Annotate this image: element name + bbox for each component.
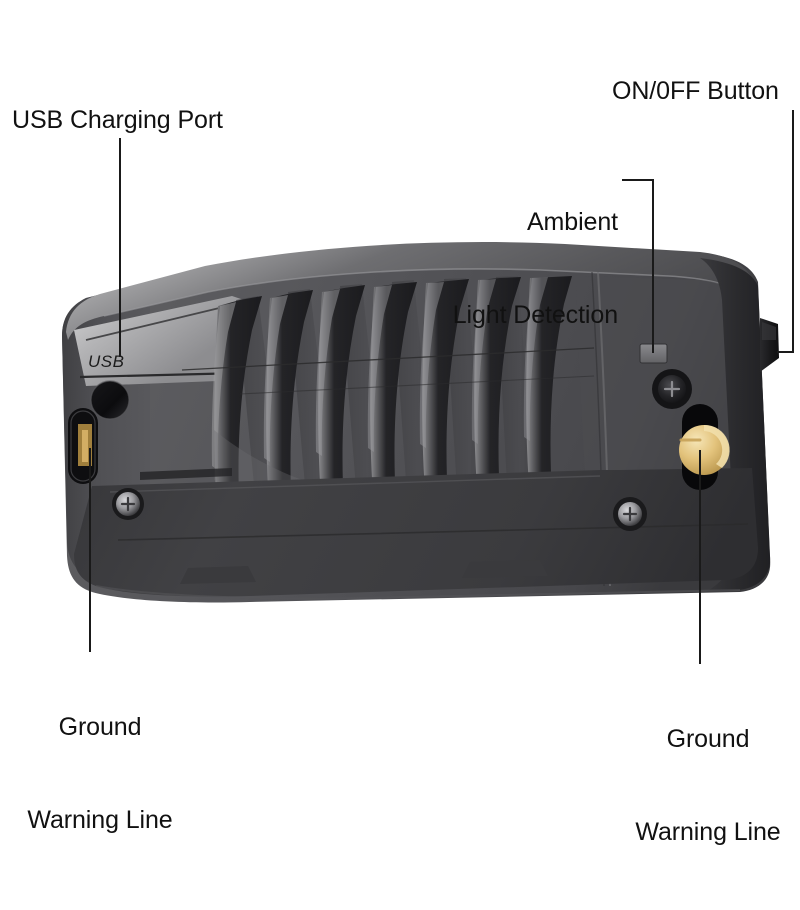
top-highlight-edge — [103, 268, 749, 317]
body-seam-upper2 — [239, 375, 595, 395]
skirt-lower-seam — [117, 523, 749, 541]
skirt-top-edge — [109, 475, 601, 493]
usb-port-rim — [90, 380, 130, 420]
mounting-tab-right — [462, 560, 548, 578]
ground-slot-rim-left — [70, 410, 96, 482]
leader-lines — [89, 110, 794, 664]
usb-charging-port[interactable] — [91, 381, 129, 419]
vent-fin — [214, 296, 262, 524]
callout-line: Warning Line — [27, 806, 173, 834]
vent-fin — [318, 285, 365, 512]
diagram-canvas: USB USB Charging Port ON/0FF Button Ambi… — [12, 77, 794, 846]
ambient-light-sensor — [640, 344, 667, 363]
callout-line: Ambient — [526, 208, 618, 236]
vent-fin — [266, 290, 313, 518]
screw-right-upper-cross — [663, 380, 681, 398]
callout-line: Ground — [58, 713, 142, 741]
bottom-lip-highlight — [95, 585, 741, 600]
screw-left-cross — [120, 496, 136, 512]
callout-label-ambient-light-detection: Ambient Light Detection — [418, 145, 618, 393]
ground-terminal-right[interactable] — [679, 425, 729, 475]
on-off-button-highlight — [762, 322, 776, 340]
body-seam-upper — [181, 347, 595, 371]
ground-terminal-left-highlight — [82, 430, 88, 462]
usb-label-panel — [74, 296, 244, 386]
vent-fin — [526, 276, 572, 498]
mounting-tab-left — [180, 566, 256, 584]
vent-fin-group — [211, 276, 572, 526]
top-angled-face — [66, 242, 752, 340]
ground-terminal-right-highlight — [704, 424, 730, 468]
callout-label-ground-warning-line-left: Ground Warning Line — [10, 650, 190, 898]
vent-fin — [422, 279, 469, 504]
device-body — [62, 242, 779, 603]
callout-label-usb-charging-port: USB Charging Port — [12, 106, 223, 134]
usb-panel-score-line — [85, 303, 237, 341]
callout-label-ground-warning-line-right: Ground Warning Line — [618, 662, 798, 910]
vent-fin — [474, 277, 521, 501]
device-illustration — [62, 110, 794, 664]
vent-fin — [370, 282, 417, 508]
leader-on-off — [777, 110, 794, 353]
callout-line: Light Detection — [452, 301, 618, 329]
screw-right-lower-cross — [622, 506, 638, 522]
callout-line: Ground — [666, 725, 750, 753]
callout-label-on-off-button: ON/0FF Button — [612, 77, 779, 105]
callout-line: Warning Line — [635, 818, 781, 846]
usb-port-marking: USB — [88, 352, 125, 371]
left-ledge — [140, 468, 232, 480]
leader-ambient — [622, 179, 654, 353]
